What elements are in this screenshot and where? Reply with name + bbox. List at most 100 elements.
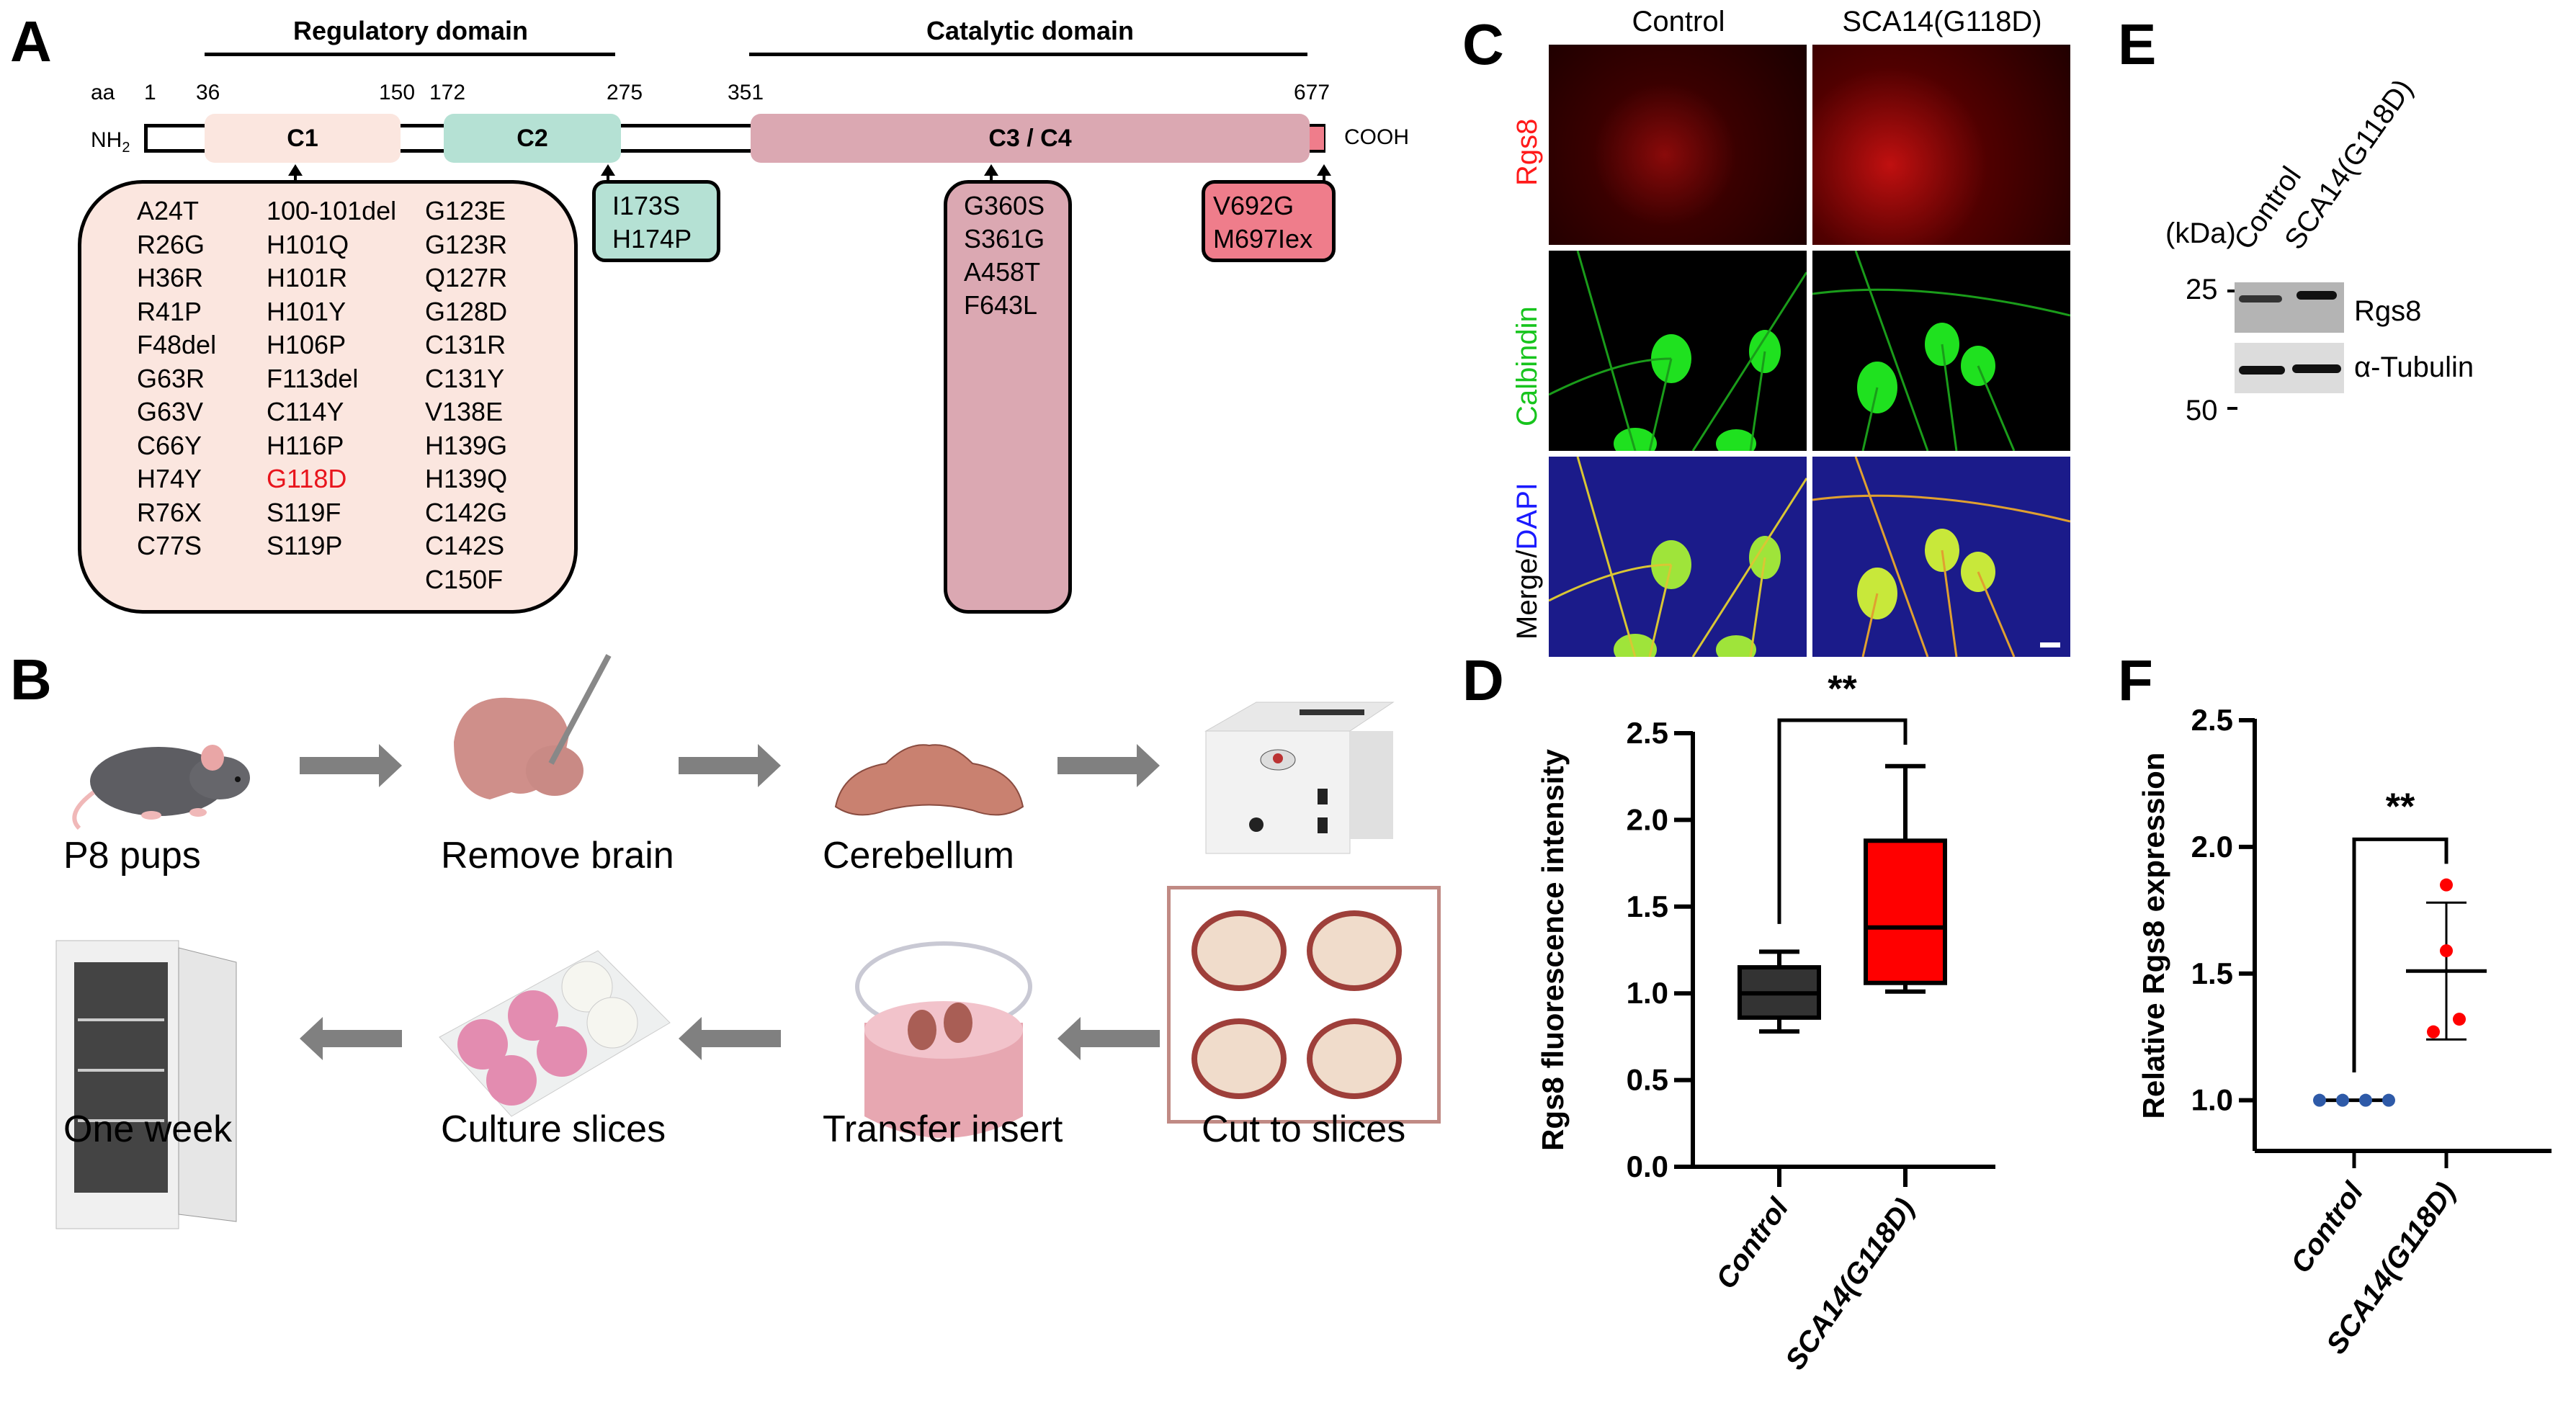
c34-mutation: G360S <box>964 191 1045 220</box>
c1-mutation: H139G <box>425 430 508 460</box>
column-header-sca14: SCA14(G118D) <box>1842 6 2042 37</box>
c1-mutation: V138E <box>425 397 504 426</box>
band-label-tubulin: α-Tubulin <box>2354 351 2474 383</box>
y-tick-label: 1.0 <box>2191 1083 2233 1117</box>
c1-mutation: G123R <box>425 229 508 259</box>
c1-mutation: H101Y <box>267 296 346 326</box>
x-tick-label: SCA14(G118D) <box>1779 1193 1920 1376</box>
c1-mutation-highlighted: G118D <box>267 464 347 493</box>
vibratome-illustration <box>1204 702 1395 854</box>
box-1 <box>1864 838 1947 985</box>
c1-mutation: C131Y <box>425 363 505 393</box>
marker-tick <box>2227 407 2237 410</box>
cterm-mutation: M697Iex <box>1213 224 1313 254</box>
marker-tick <box>2227 290 2237 292</box>
blot-tubulin <box>2235 343 2344 393</box>
significance-bracket <box>2352 837 2448 1072</box>
c1-mutation: A24T <box>137 196 200 225</box>
c1-mutation: C142G <box>425 497 508 527</box>
data-point-control <box>2382 1093 2395 1107</box>
c1-mutation: F113del <box>267 363 359 393</box>
c34-mutation: A458T <box>964 257 1041 287</box>
c2-mutations-box <box>592 180 720 262</box>
c1-mutation: H74Y <box>137 464 202 493</box>
row-label-merge-dapi: Merge/DAPI <box>1511 483 1543 640</box>
step-label: Transfer insert <box>823 1108 1063 1150</box>
cterm-mutation: V692G <box>1213 191 1294 220</box>
significance-label: ** <box>2386 786 2415 828</box>
c1-mutation: G123E <box>425 196 506 225</box>
column-header-control: Control <box>1632 6 1725 37</box>
chart-f-scatter-plot: 1.01.52.02.5ControlSCA14(G118D)Relative … <box>2137 703 2552 1360</box>
c1-mutation: F48del <box>137 330 217 359</box>
y-tick-label: 1.0 <box>1627 976 1668 1010</box>
c1-mutation: G63V <box>137 397 204 426</box>
c1-mutation: C150F <box>425 564 504 594</box>
c34-mutation: F643L <box>964 290 1038 320</box>
c1-mutation: C114Y <box>267 397 344 426</box>
marker-50: 50 <box>2186 395 2218 426</box>
data-point-control <box>2313 1093 2326 1107</box>
flow-arrow-left-icon <box>679 1017 781 1060</box>
aa-label: aa <box>91 81 115 104</box>
blot-rgs8 <box>2235 282 2344 333</box>
chart-d-box-plot: 0.00.51.01.52.02.5ControlSCA14(G118D)Rgs… <box>1536 668 1995 1376</box>
step-label: Culture slices <box>441 1108 666 1150</box>
y-tick-label: 2.5 <box>2191 703 2233 737</box>
data-point-sca14 <box>2440 878 2453 892</box>
step-label: P8 pups <box>63 835 201 877</box>
y-tick-label: 2.0 <box>2191 830 2233 864</box>
aa-position: 172 <box>429 81 466 104</box>
x-tick-label: Control <box>2285 1176 2370 1278</box>
domain-c3-c4: C3 / C4 <box>751 114 1310 163</box>
data-point-sca14 <box>2453 1013 2466 1026</box>
aa-position: 36 <box>196 81 220 104</box>
y-axis-label: Rgs8 fluorescence intensity <box>1536 748 1570 1150</box>
transfer-insert-illustration <box>855 941 1032 1138</box>
y-tick-label: 2.5 <box>1627 716 1668 750</box>
domain-c1: C1 <box>205 114 401 163</box>
panel-letter-a: A <box>10 9 52 73</box>
cerebellar-slices-illustration <box>1191 910 1402 1099</box>
c1-mutation: H106P <box>267 330 346 359</box>
c2-mutation: I173S <box>612 191 681 220</box>
flow-arrow-left-icon <box>1057 1017 1160 1060</box>
domain-c2: C2 <box>444 114 621 163</box>
cterm-mutations-box <box>1202 180 1336 262</box>
c1-mutation: S119F <box>267 497 341 527</box>
x-tick-label: Control <box>1710 1192 1795 1294</box>
data-point-sca14 <box>2427 1025 2440 1039</box>
micrograph-control-calbindin <box>1549 251 1807 451</box>
panel-letter-c: C <box>1462 12 1504 76</box>
step-label: Remove brain <box>441 835 674 877</box>
c1-mutation: C142S <box>425 531 505 560</box>
c-terminal-region <box>1310 127 1324 150</box>
c1-mutations-box <box>78 180 578 614</box>
panel-letter-e: E <box>2118 12 2157 76</box>
y-tick-label: 1.5 <box>2191 956 2233 990</box>
band-sca14-tubulin <box>2292 364 2341 373</box>
aa-position: 351 <box>728 81 764 104</box>
c1-mutation: H139Q <box>425 464 508 493</box>
micrograph-control-rgs8 <box>1549 45 1807 245</box>
cooh-label: COOH <box>1344 125 1409 149</box>
c2-mutation: H174P <box>612 224 692 254</box>
y-tick-label: 0.5 <box>1627 1063 1668 1097</box>
c1-mutation: G128D <box>425 296 508 326</box>
marker-25: 25 <box>2186 274 2218 305</box>
nh2-label: NH2 <box>91 128 130 156</box>
lane-label-sca14: SCA14(G118D) <box>2278 73 2420 256</box>
culture-plate-illustration <box>439 950 671 1117</box>
band-control-rgs8 <box>2239 295 2282 302</box>
incubator-illustration <box>55 940 237 1229</box>
c1-mutation: H101Q <box>267 229 349 259</box>
row-label-rgs8: Rgs8 <box>1511 118 1543 186</box>
aa-position: 150 <box>379 81 416 104</box>
panel-letter-b: B <box>10 647 52 712</box>
c1-mutation: R26G <box>137 229 205 259</box>
micrograph-sca14-calbindin <box>1812 251 2070 451</box>
c34-mutations-box <box>944 180 1072 614</box>
significance-bracket <box>1777 718 1908 924</box>
panel-letter-f: F <box>2118 648 2153 712</box>
mouse-illustration <box>72 745 250 830</box>
